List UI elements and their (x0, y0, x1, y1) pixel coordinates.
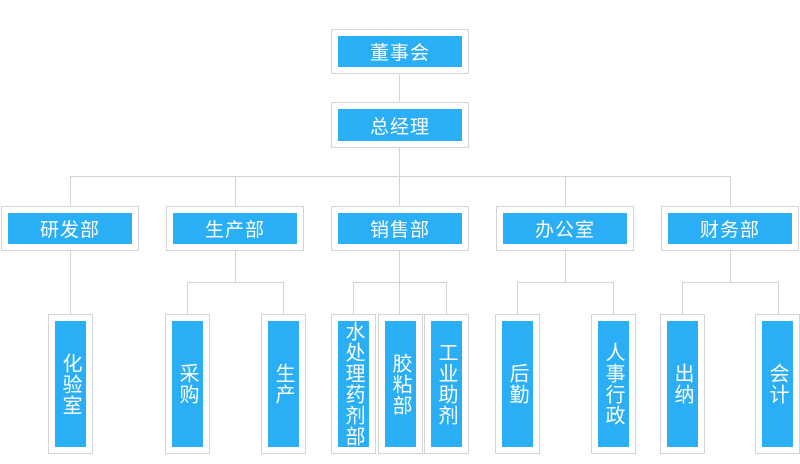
node-unit-label: 工业助剂 (435, 342, 459, 426)
node-unit-label: 化验室 (59, 352, 83, 416)
node-unit-lab: 化验室 (48, 314, 93, 454)
node-unit-accounting: 会计 (755, 314, 800, 454)
node-unit-label: 会计 (766, 363, 790, 405)
node-dept-label: 销售部 (338, 213, 462, 244)
node-dept-office: 办公室 (496, 206, 634, 251)
node-dept-production: 生产部 (166, 206, 304, 251)
node-unit-label: 生产 (272, 363, 296, 405)
node-unit-cashier: 出纳 (660, 314, 705, 454)
node-unit-label: 人事行政 (602, 342, 626, 426)
node-unit-production: 生产 (261, 314, 306, 454)
node-unit-adhesive: 胶粘部 (378, 314, 423, 454)
node-unit-label: 后勤 (506, 363, 530, 405)
node-unit-water-treatment: 水处理药剂部 (331, 314, 376, 454)
node-unit-label: 采购 (176, 363, 200, 405)
node-board: 董事会 (331, 29, 469, 74)
node-board-label: 董事会 (338, 36, 462, 67)
node-unit-purchasing: 采购 (165, 314, 210, 454)
node-general-manager: 总经理 (331, 102, 469, 148)
node-unit-hr-admin: 人事行政 (591, 314, 636, 454)
node-dept-label: 研发部 (8, 213, 132, 244)
node-unit-label: 水处理药剂部 (342, 321, 366, 447)
node-general-manager-label: 总经理 (338, 109, 462, 141)
node-dept-label: 办公室 (503, 213, 627, 244)
node-dept-rd: 研发部 (1, 206, 139, 251)
node-unit-industrial-additive: 工业助剂 (424, 314, 469, 454)
node-unit-logistics: 后勤 (495, 314, 540, 454)
node-unit-label: 胶粘部 (389, 352, 413, 416)
node-dept-sales: 销售部 (331, 206, 469, 251)
node-dept-label: 财务部 (668, 213, 792, 244)
node-unit-label: 出纳 (671, 363, 695, 405)
node-dept-label: 生产部 (173, 213, 297, 244)
node-dept-finance: 财务部 (661, 206, 799, 251)
